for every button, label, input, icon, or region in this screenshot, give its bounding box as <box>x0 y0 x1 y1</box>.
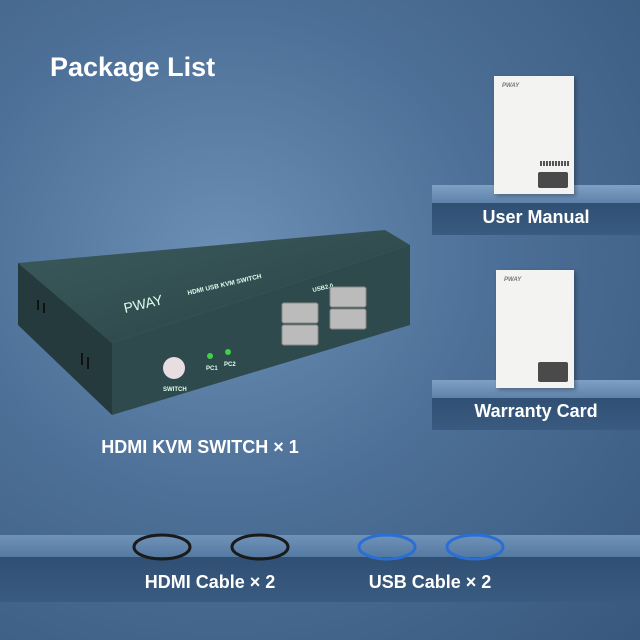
warranty-card-image: PWAY <box>496 270 574 388</box>
usb-cable-label: USB Cable × 2 <box>368 572 492 592</box>
bottom-shelf <box>0 535 640 557</box>
page-title: Package List <box>50 52 216 82</box>
hdmi-cable-icon <box>132 533 192 561</box>
doc-brand: PWAY <box>504 277 522 283</box>
bottom-shelf-front <box>0 557 640 602</box>
svg-text:PC1: PC1 <box>206 366 218 372</box>
hdmi-cable-label: HDMI Cable × 2 <box>144 572 276 592</box>
user-manual-label: User Manual <box>482 207 590 227</box>
usb-cable-icon <box>445 533 505 561</box>
usb-cable-icon <box>357 533 417 561</box>
hdmi-cable-icon <box>230 533 290 561</box>
kvm-switch-label: HDMI KVM SWITCH × 1 <box>101 437 299 457</box>
cables-image <box>132 533 505 561</box>
kvm-switch-image: PWAY HDMI USB KVM SWITCH USB2.0 SWITCH P… <box>18 230 410 415</box>
usb-label: USB2.0 <box>312 283 334 294</box>
shelf-front <box>432 203 640 235</box>
user-manual-image: PWAY <box>494 76 574 194</box>
shelf-front <box>432 398 640 430</box>
svg-text:SWITCH: SWITCH <box>163 387 187 393</box>
warranty-card-label: Warranty Card <box>474 401 598 421</box>
switch-button <box>163 357 185 379</box>
shelf <box>432 380 640 398</box>
svg-text:PC2: PC2 <box>224 362 236 368</box>
shelf <box>432 185 640 203</box>
doc-brand: PWAY <box>502 83 520 89</box>
